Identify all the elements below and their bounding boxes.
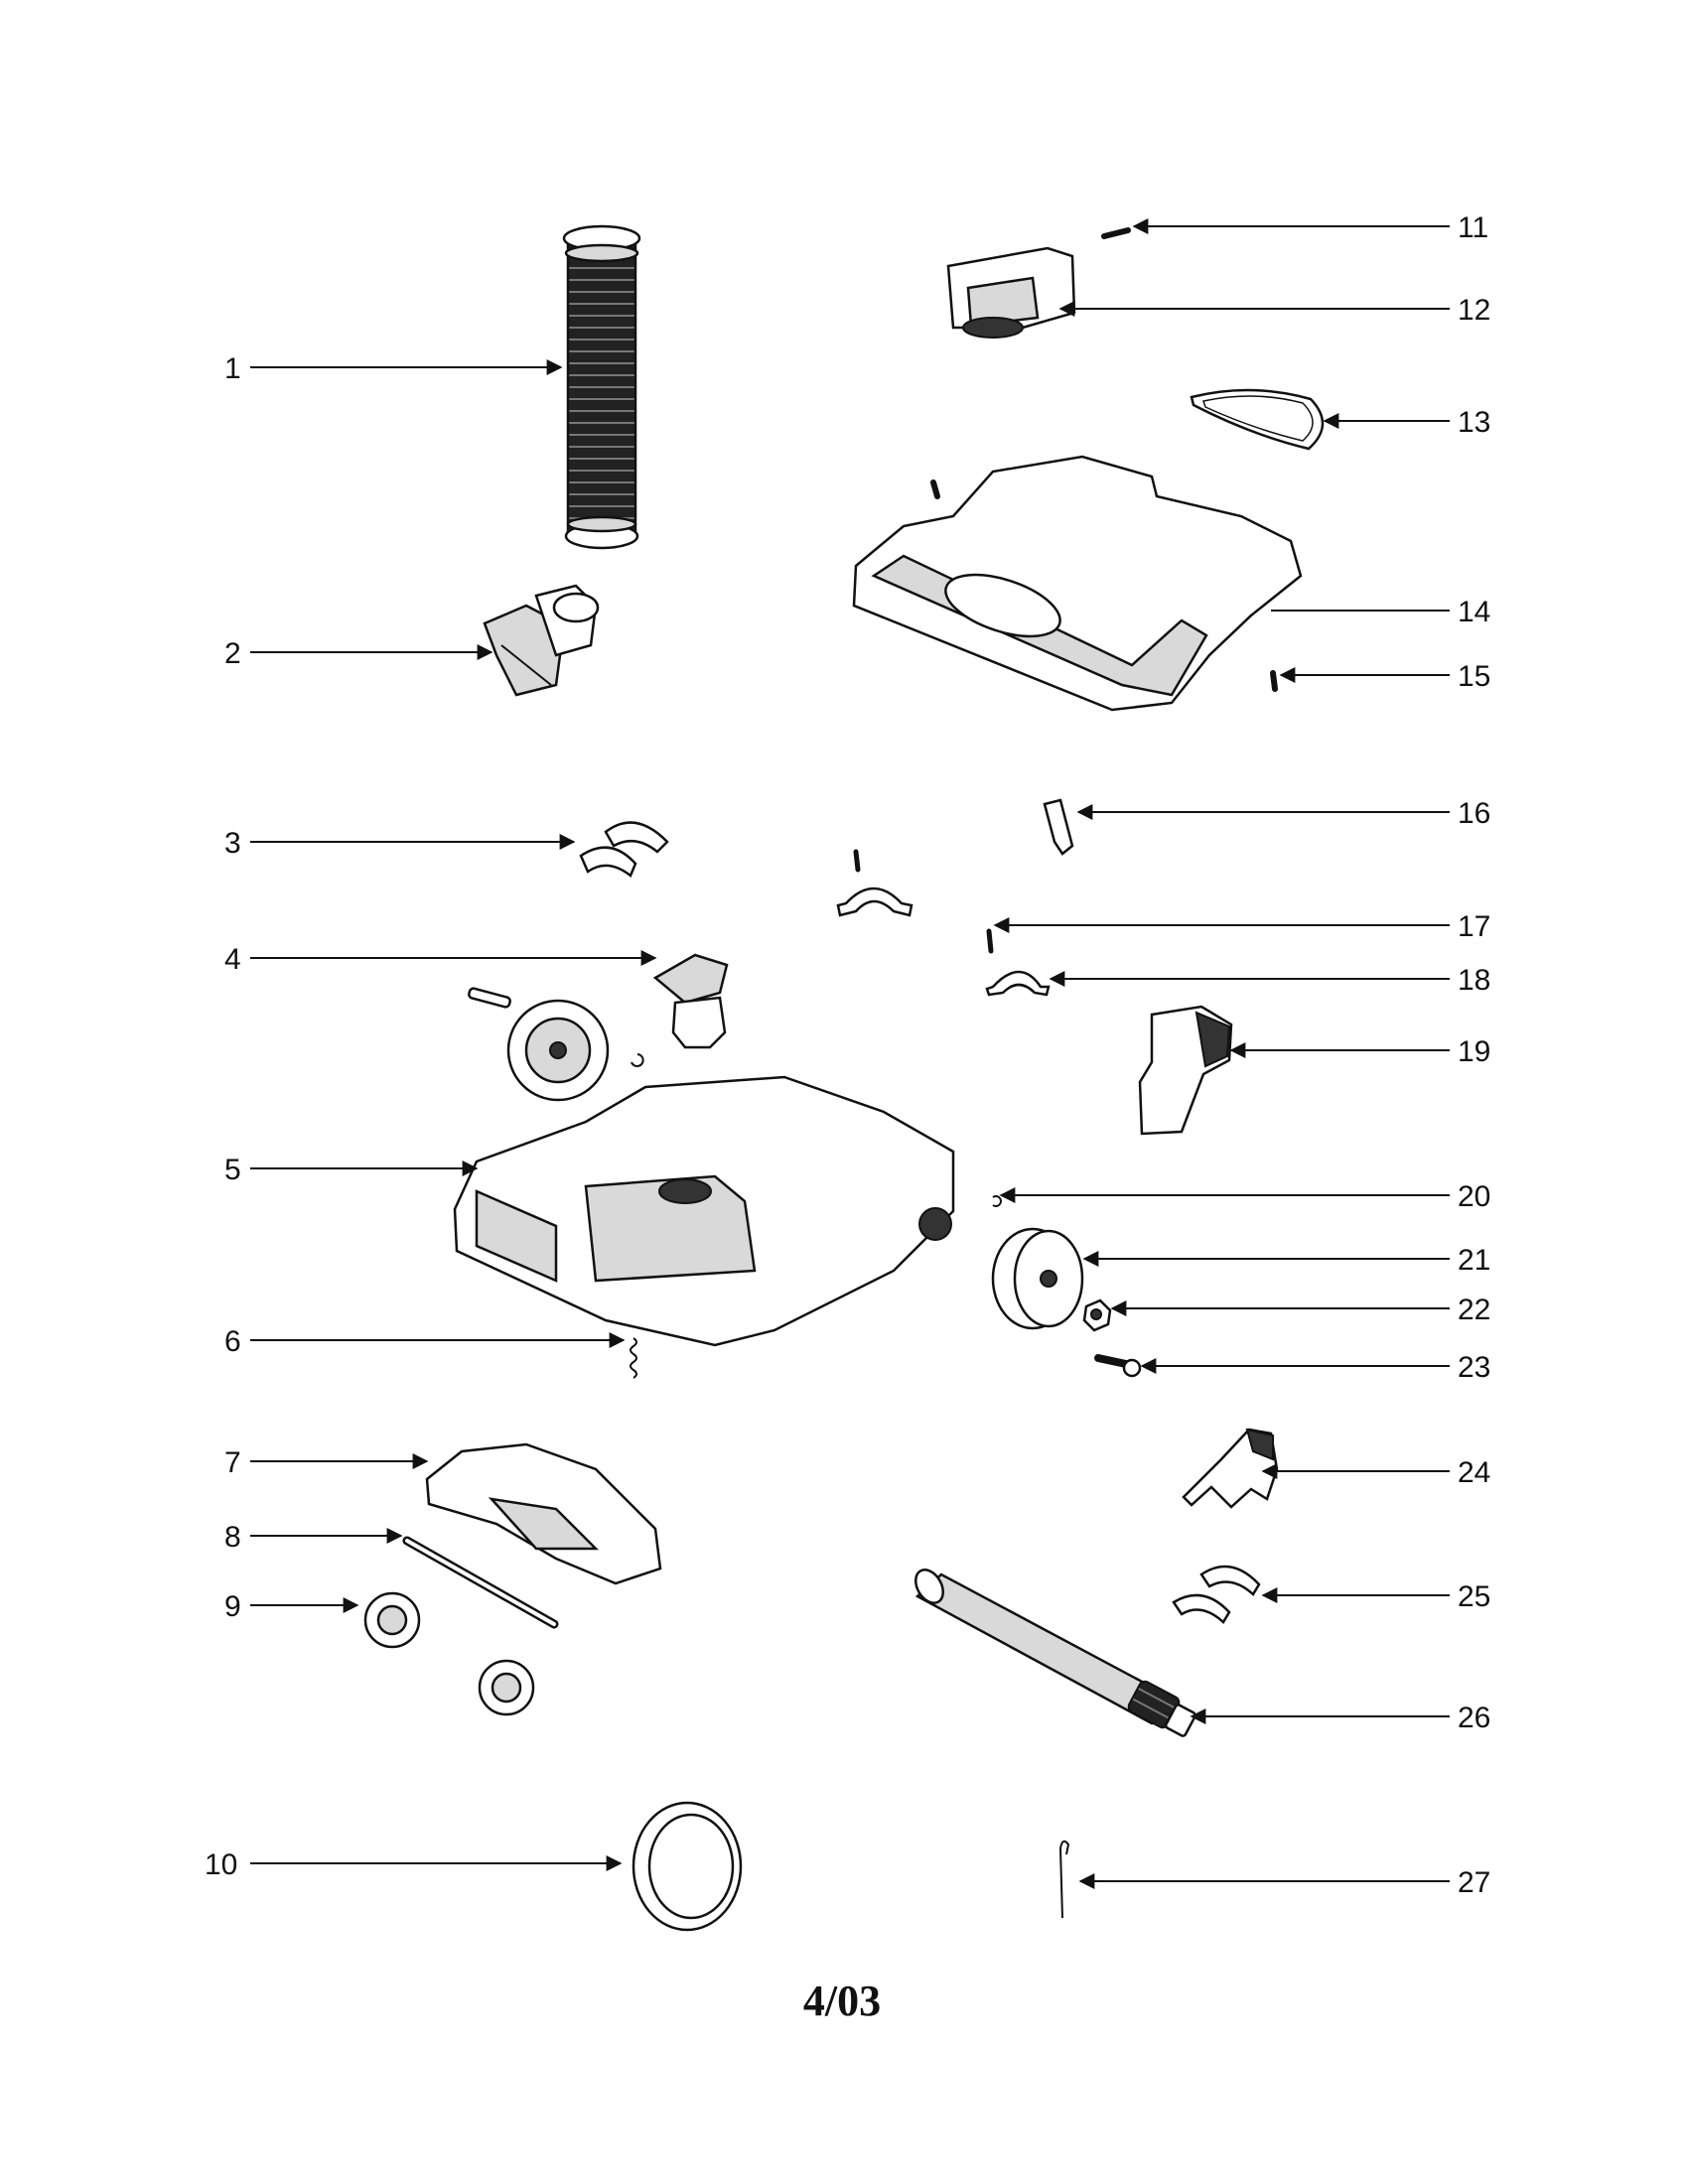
callout-12: 12 (1458, 294, 1490, 327)
part-12-handle-bracket (946, 246, 1076, 339)
part-4-valve-and-wheel (468, 953, 729, 1102)
callout-6: 6 (224, 1325, 241, 1358)
part-11-screw (1101, 227, 1131, 239)
callout-1: 1 (224, 352, 241, 385)
part-3-clips (579, 821, 669, 878)
callout-14: 14 (1458, 596, 1490, 628)
part-24-bracket (1182, 1428, 1279, 1509)
date-code: 4/03 (802, 1977, 882, 2025)
part-15-screw (1270, 670, 1278, 692)
callout-4: 4 (224, 943, 241, 976)
callout-16: 16 (1458, 797, 1490, 830)
leader-lines (250, 218, 1450, 1889)
part-19-cover (1138, 1005, 1233, 1136)
callout-25: 25 (1458, 1580, 1490, 1613)
part-17-screw (853, 849, 994, 954)
callout-26: 26 (1458, 1702, 1490, 1734)
part-8-rod (402, 1536, 559, 1629)
callout-22: 22 (1458, 1294, 1490, 1326)
part-2-hose-adapter (483, 584, 600, 697)
callout-24: 24 (1458, 1456, 1490, 1489)
part-10-belt (632, 1801, 743, 1932)
brush-roll-bearing (1127, 1680, 1197, 1737)
part-21-rear-wheel (991, 1227, 1084, 1330)
callout-7: 7 (224, 1446, 241, 1479)
part-23-axle-bolt (1094, 1354, 1142, 1378)
callout-20: 20 (1458, 1180, 1490, 1213)
callout-15: 15 (1458, 660, 1490, 693)
callout-13: 13 (1458, 406, 1490, 439)
part-26-brush-roll (914, 1569, 1197, 1737)
callout-8: 8 (224, 1521, 241, 1554)
part-9-small-wheels (363, 1591, 535, 1716)
part-22-nut (1082, 1298, 1112, 1332)
part-13-lens (1190, 388, 1325, 451)
callout-21: 21 (1458, 1244, 1490, 1277)
part-18-clamps (836, 887, 1051, 997)
part-1-hose (562, 224, 641, 550)
callout-18: 18 (1458, 964, 1490, 997)
part-25-clips (1172, 1565, 1261, 1624)
callout-27: 27 (1458, 1866, 1490, 1899)
callout-11: 11 (1458, 211, 1488, 244)
part-14-hood (852, 455, 1303, 712)
callout-numbers: 1 2 3 4 5 6 7 8 9 10 11 12 13 14 15 16 1… (205, 211, 1490, 1899)
callout-2: 2 (224, 637, 241, 670)
part-6-spring (630, 1337, 637, 1379)
callout-5: 5 (224, 1154, 241, 1186)
part-16-latch (1043, 798, 1074, 856)
callout-9: 9 (224, 1590, 241, 1623)
callout-3: 3 (224, 827, 241, 860)
callout-17: 17 (1458, 910, 1490, 943)
callout-19: 19 (1458, 1035, 1490, 1068)
part-20-c-clip (992, 1195, 1002, 1207)
callout-10: 10 (205, 1848, 237, 1881)
part-27-pin (1058, 1840, 1070, 1919)
part-5-base-housing (453, 1075, 955, 1347)
part-7-carriage (425, 1442, 662, 1585)
callout-23: 23 (1458, 1351, 1490, 1384)
